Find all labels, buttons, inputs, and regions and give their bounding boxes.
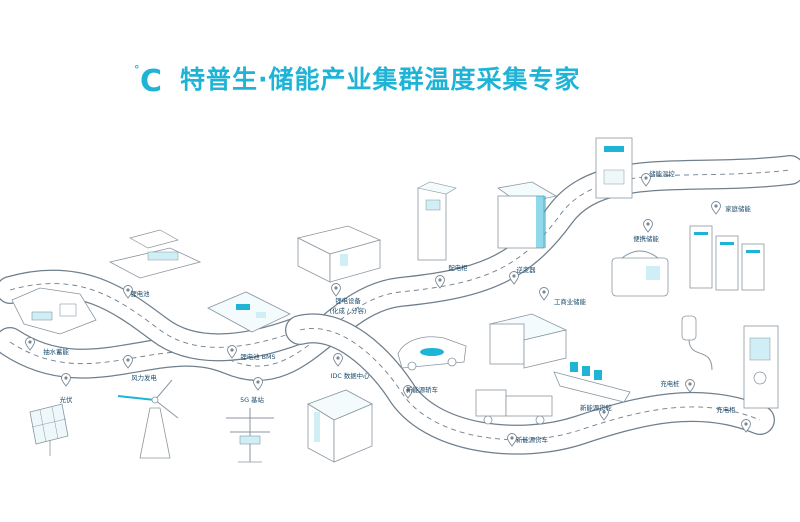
ev-charger-icon [681,315,713,371]
label-li-battery: 锂电池 [130,289,150,298]
label-li-equip: 锂电设备 [335,296,361,305]
5g-tower-icon [226,408,274,463]
logo-degree: ° [134,63,140,76]
logo-letter: C [140,64,162,95]
label-charge-cab: 充电柜 [716,405,736,414]
inverter-cabinet-icon [497,181,558,249]
cargo-ship-icon [553,362,631,403]
ci-storage-container-icon [488,313,568,369]
header: ° C 特普生·储能产业集群温度采集专家 [132,58,581,98]
pin-portable-icon [643,219,653,233]
home-storage-icon [689,225,765,291]
pin-idc-icon [333,353,343,367]
page-title: 特普生·储能产业集群温度采集专家 [180,65,581,94]
road [0,155,800,455]
label-ship: 新能源货轮 [580,403,613,412]
idc-datacenter-icon [307,389,373,463]
label-home: 家庭储能 [725,204,751,213]
label-charger: 充电桩 [660,379,680,388]
pin-5g-icon [253,377,263,391]
company-logo-icon: ° C [134,63,162,95]
lithium-equipment-machine-icon [296,225,382,283]
label-pv: 光伏 [60,395,73,404]
label-idc: IDC 数据中心 [331,371,370,380]
pin-li-equip-icon [331,283,341,297]
pin-ci-storage-icon [539,287,549,301]
solar-panel-icon [29,403,69,456]
portable-storage-icon [611,250,669,297]
bms-circuit-board-icon [207,291,291,333]
ev-truck-icon [475,389,553,425]
label-li-equip-sub: (化成 / 分容) [330,306,367,315]
label-thermal: 储能温控 [649,169,675,178]
label-ci-storage: 工商业储能 [554,297,587,306]
lithium-battery-pack-icon [108,229,202,279]
label-distribution: 配电柜 [448,263,468,272]
pin-charger-icon [685,379,695,393]
thermal-control-unit-icon [595,137,633,199]
pin-home-icon [711,201,721,215]
charging-cabinet-icon [743,325,779,409]
pin-pv-icon [61,373,71,387]
label-wind: 风力发电 [131,373,157,382]
label-bms: 锂电池 BMS [240,352,275,361]
label-ev-car: 新能源轿车 [406,385,439,394]
pumped-storage-dam-icon [11,287,97,335]
label-inverter: 逆变器 [516,265,536,274]
ev-car-icon [397,336,467,371]
label-portable: 便携储能 [633,234,659,243]
label-pumped: 抽水蓄能 [43,347,69,356]
distribution-cabinet-icon [417,181,457,261]
station-pins: 光伏 风力发电 5G 基站 IDC 数据中心 新能源轿车 新能源货车 新能源货轮… [25,169,751,447]
label-ev-truck: 新能源货车 [516,435,549,444]
label-5g: 5G 基站 [240,395,264,404]
wind-turbine-icon [117,379,179,459]
